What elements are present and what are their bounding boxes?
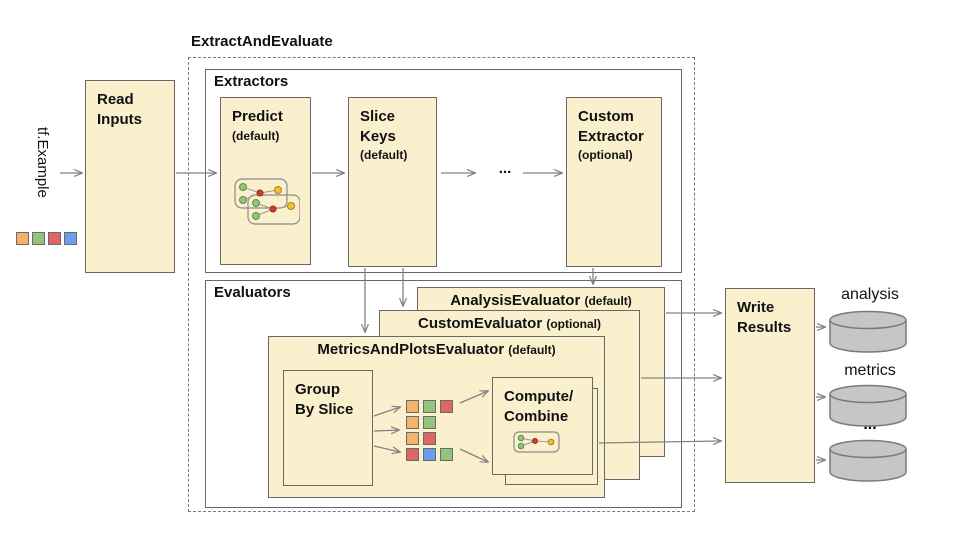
- blue-square: [423, 448, 436, 461]
- extractors-label: Extractors: [214, 73, 289, 90]
- orange-square: [406, 432, 419, 445]
- sliced-examples-grid: [406, 400, 453, 464]
- write-results-node: Write Results: [725, 288, 815, 483]
- custom-evaluator-label: CustomEvaluator: [417, 315, 543, 332]
- compute-combine-node: Compute/ Combine: [492, 377, 593, 475]
- output-metrics-label: metrics: [844, 362, 896, 379]
- custom-extractor-qualifier: (optional): [578, 148, 633, 162]
- green-square: [440, 448, 453, 461]
- orange-square: [16, 232, 29, 245]
- slice-keys-label: Slice Keys: [360, 108, 396, 145]
- blue-square: [64, 232, 77, 245]
- green-square: [423, 416, 436, 429]
- compute-combine-label: Compute/ Combine: [504, 388, 574, 425]
- custom-extractor-node: Custom Extractor (optional): [566, 97, 662, 267]
- extractors-ellipsis: ...: [498, 160, 512, 177]
- predict-label: Predict: [232, 108, 283, 125]
- input-legend: [16, 232, 77, 245]
- predict-qualifier: (default): [232, 128, 280, 143]
- group-by-slice-node: Group By Slice: [283, 370, 373, 486]
- model-graph-icon: [234, 178, 300, 225]
- metrics-and-plots-evaluator-qualifier: (default): [508, 343, 556, 357]
- slice-row: [406, 416, 453, 429]
- analysis-database-icon: [829, 310, 907, 353]
- analysis-evaluator-qualifier: (default): [584, 294, 632, 308]
- custom-extractor-label: Custom Extractor: [578, 108, 644, 145]
- orange-square: [406, 400, 419, 413]
- other-database-icon: [829, 439, 907, 482]
- output-ellipsis: ...: [863, 416, 877, 433]
- orange-square: [406, 416, 419, 429]
- group-by-slice-label: Group By Slice: [295, 381, 354, 418]
- evaluators-label: Evaluators: [214, 284, 291, 301]
- green-square: [423, 400, 436, 413]
- predict-node: Predict (default): [220, 97, 311, 265]
- output-analysis-label: analysis: [841, 286, 899, 303]
- slice-row: [406, 400, 453, 413]
- read-inputs-node: Read Inputs: [85, 80, 175, 273]
- red-square: [423, 432, 436, 445]
- slice-row: [406, 448, 453, 461]
- slice-row: [406, 432, 453, 445]
- custom-evaluator-qualifier: (optional): [546, 317, 602, 331]
- read-inputs-label: Read Inputs: [97, 91, 142, 128]
- analysis-evaluator-label: AnalysisEvaluator: [450, 292, 581, 309]
- slice-keys-qualifier: (default): [360, 148, 408, 162]
- extract-and-evaluate-container: [188, 57, 695, 512]
- red-square: [440, 400, 453, 413]
- green-square: [32, 232, 45, 245]
- slice-keys-node: Slice Keys (default): [348, 97, 437, 267]
- metrics-database-icon: [829, 384, 907, 427]
- write-results-label: Write Results: [737, 299, 792, 336]
- red-square: [406, 448, 419, 461]
- metrics-and-plots-evaluator-label: MetricsAndPlotsEvaluator: [317, 341, 505, 358]
- input-label: tf.Example: [34, 127, 51, 198]
- diagram-title: ExtractAndEvaluate: [191, 33, 333, 50]
- combine-graph-icon: [513, 431, 560, 453]
- red-square: [48, 232, 61, 245]
